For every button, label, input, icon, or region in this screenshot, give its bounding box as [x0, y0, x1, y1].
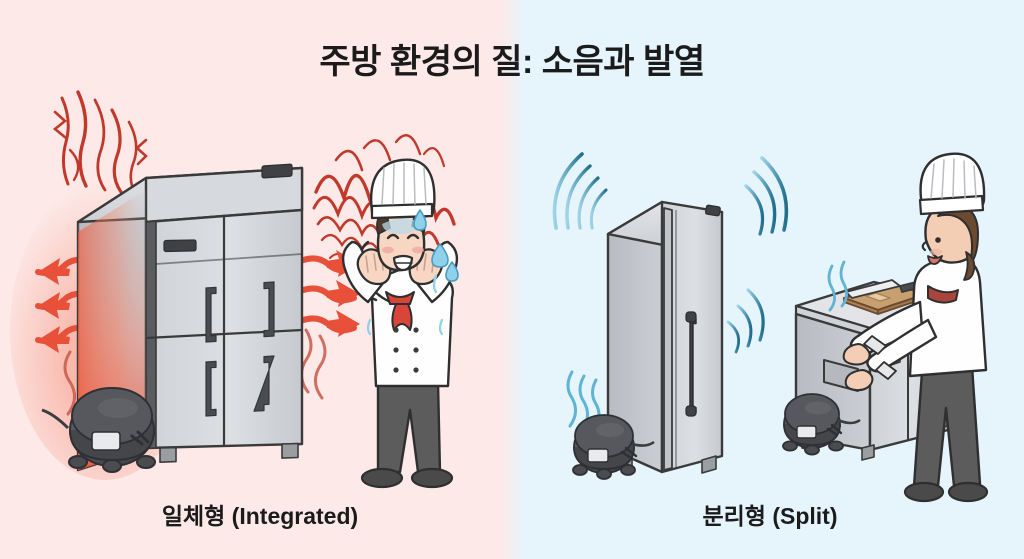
control-vent: [163, 239, 197, 253]
chef-shoe-right: [947, 481, 989, 503]
door-handle-lower-right: [253, 355, 275, 412]
door-handle-upper-right: [263, 281, 275, 338]
compressor-pipe: [837, 418, 861, 425]
compressor-pipe: [41, 408, 70, 430]
noise-left-icon: [52, 90, 148, 198]
chef-cuff-upper: [863, 335, 887, 355]
chef-sideburn: [963, 251, 976, 281]
food-item: [865, 292, 891, 302]
sweat-drop-icon: [413, 209, 459, 282]
tall-single-door-refrigerator: [606, 200, 724, 474]
compressor-mount-right: [136, 455, 156, 469]
right-scene: [552, 152, 989, 503]
door-hinge-top: [704, 204, 721, 217]
fridge-foot-left: [159, 446, 177, 463]
heat-left-arrowheads: [38, 258, 70, 353]
page-title: 주방 환경의 질: 소음과 발열: [319, 43, 705, 81]
chef-nose: [921, 240, 928, 252]
quiet-right-icon: [744, 156, 789, 236]
built-in-compressor: [41, 387, 156, 473]
chef-pants: [912, 364, 982, 488]
quiet-left-icon: [552, 152, 608, 230]
left-scene: [10, 90, 459, 489]
remote-compressor-right: [782, 393, 861, 456]
chef-collar: [927, 285, 959, 304]
door-handle-upper-left: [205, 286, 217, 343]
caption-integrated: 일체형 (Integrated): [161, 503, 359, 529]
compressor-mount-left: [68, 455, 88, 469]
stress-shading: [382, 218, 420, 234]
quiet-right-lower-icon: [726, 288, 765, 354]
heat-squiggles-right: [300, 328, 327, 400]
chef-distressed: [341, 158, 459, 489]
fridge-foot-right: [701, 455, 717, 474]
compressor-mount-center: [102, 459, 122, 473]
compressor-label: [587, 448, 609, 463]
control-display: [261, 163, 293, 179]
chef-eye: [935, 237, 941, 243]
door-seam: [663, 207, 673, 471]
chef-shoe-left: [360, 467, 404, 489]
chef-mouth: [927, 255, 943, 265]
chef-neckerchief-tail: [391, 303, 413, 331]
steam-counter-icon: [827, 260, 848, 312]
chef-hat-band: [918, 194, 985, 216]
chef-cuff-lower: [875, 361, 897, 380]
door-split-horizontal: [145, 328, 303, 340]
chef-pants: [376, 380, 442, 474]
chef-shoe-left: [903, 481, 945, 503]
fridge-foot-right: [281, 442, 299, 459]
chef-arm-lower: [866, 318, 938, 373]
compressor-label: [91, 431, 121, 451]
compressor-pipe: [631, 440, 655, 447]
chef-calm: [842, 152, 989, 503]
chef-hand-left: [844, 369, 874, 392]
chef-hand-right: [842, 343, 871, 366]
chef-neckerchief: [385, 291, 415, 305]
caption-split: 분리형 (Split): [702, 503, 838, 529]
compressor-label: [796, 425, 817, 439]
door-handle-lower-left: [205, 360, 217, 417]
remote-compressor-left: [572, 414, 655, 480]
chef-shoe-right: [410, 467, 454, 489]
